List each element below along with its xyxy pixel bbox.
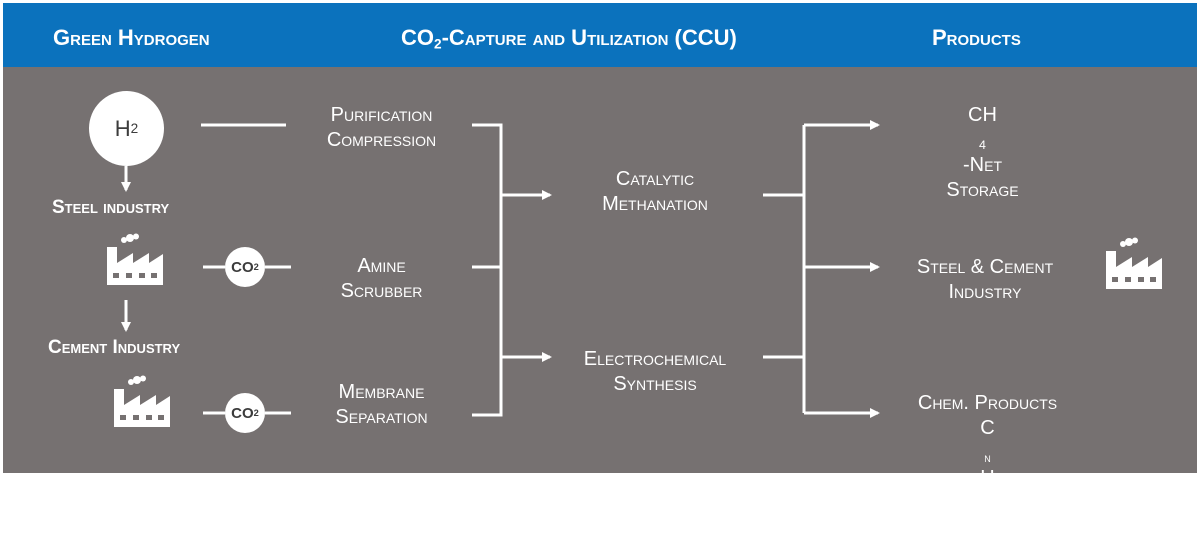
header-bar: Green Hydrogen CO2-Capture and Utilizati… xyxy=(3,3,1197,67)
factory-icon xyxy=(107,233,163,285)
factory-icon xyxy=(1106,237,1162,289)
cement-industry-label: Cement Industry xyxy=(48,337,181,358)
factory-icon xyxy=(114,375,170,427)
header-green-hydrogen: Green Hydrogen xyxy=(53,25,210,50)
header-products: Products xyxy=(932,25,1021,50)
diagram: Green Hydrogen CO2-Capture and Utilizati… xyxy=(3,3,1197,473)
bracket-capture xyxy=(472,123,503,417)
steel-industry-label: Steel industry xyxy=(52,197,170,218)
connector-lines xyxy=(121,120,880,418)
header-ccu: CO2-Capture and Utilization (CCU) xyxy=(401,25,737,52)
diagram-panel xyxy=(3,67,1197,473)
